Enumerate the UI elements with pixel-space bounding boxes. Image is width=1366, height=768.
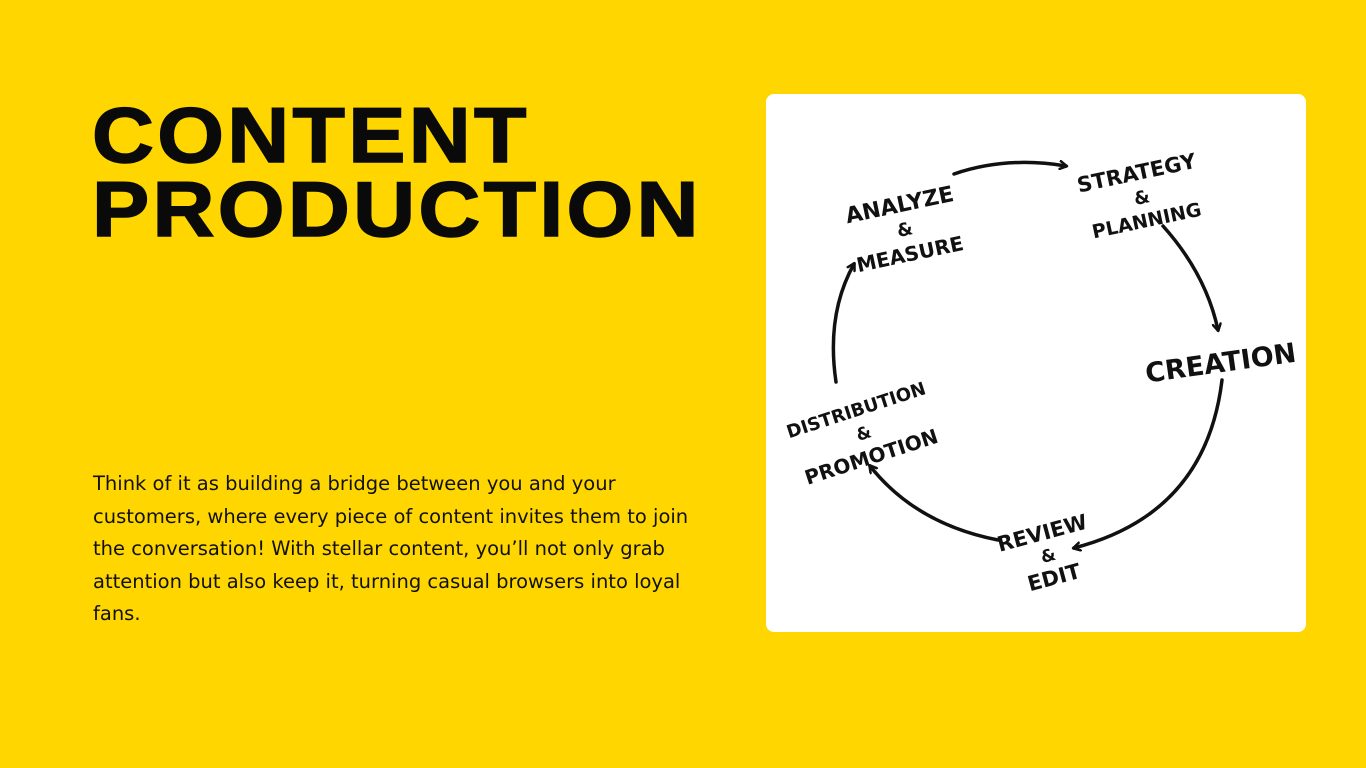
arrow-strategy-to-creation <box>1161 224 1218 330</box>
step-distribution-promotion: DISTRIBUTION & PROMOTION <box>784 378 941 489</box>
content-cycle-diagram: ANALYZE & MEASURE STRATEGY & PLANNING CR… <box>766 94 1306 632</box>
title-line-1: CONTENT <box>91 91 530 179</box>
cycle-diagram-svg: ANALYZE & MEASURE STRATEGY & PLANNING CR… <box>784 149 1298 597</box>
step-amp: & <box>854 422 874 446</box>
arrow-review-to-distribution <box>870 466 1000 542</box>
step-review-edit: REVIEW & EDIT <box>995 510 1090 597</box>
slide-body-text: Think of it as building a bridge between… <box>93 472 689 625</box>
step-strategy-planning: STRATEGY & PLANNING <box>1075 149 1203 244</box>
step-amp: & <box>1132 186 1152 210</box>
arrow-distribution-to-analyze <box>831 264 854 384</box>
title-line-2: PRODUCTION <box>91 165 702 253</box>
arrow-creation-to-review <box>1074 378 1224 548</box>
arrow-analyze-to-strategy <box>952 162 1066 176</box>
step-analyze-measure: ANALYZE & MEASURE <box>843 182 965 277</box>
slide-title: CONTENT PRODUCTION <box>91 91 702 253</box>
step-amp: & <box>1039 545 1059 568</box>
step-label: EDIT <box>1025 559 1084 596</box>
step-amp: & <box>895 218 915 242</box>
